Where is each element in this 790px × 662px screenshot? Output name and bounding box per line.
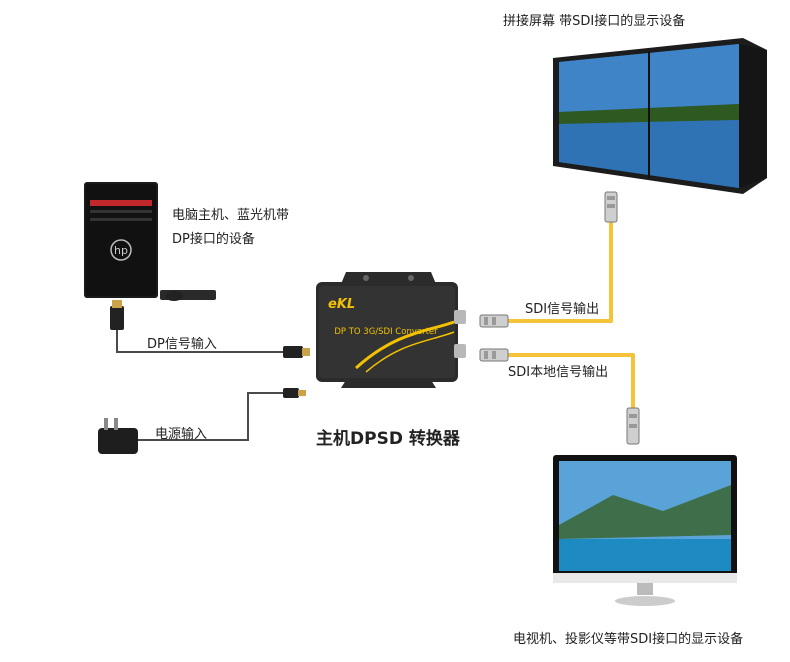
power-cable <box>137 392 283 441</box>
dp-to-sdi-converter: eKL DP TO 3G/SDI Converter <box>316 272 466 388</box>
sdi-output-cable <box>508 222 613 323</box>
label-sdi-local-output: SDI本地信号输出 <box>508 365 609 380</box>
bnc-connector-bottom <box>479 348 509 362</box>
label-power-input: 电源输入 <box>155 427 208 442</box>
pc-brand-mark: hp <box>114 244 128 257</box>
power-plug-converter <box>283 388 306 398</box>
tv-monitor <box>553 455 737 606</box>
converter-model-text: DP TO 3G/SDI Converter <box>334 327 438 337</box>
bnc-connector-top <box>479 314 509 328</box>
converter-brand-logo: eKL <box>328 297 355 312</box>
sdi-local-output-cable <box>508 353 635 408</box>
dp-plug-converter <box>283 346 310 358</box>
dp-plug-pc <box>110 300 124 330</box>
power-adapter-icon <box>98 418 138 454</box>
pc-tower-icon: hp <box>84 182 216 301</box>
bnc-connector-tv <box>626 407 640 445</box>
label-dp-input: DP信号输入 <box>147 337 217 352</box>
label-converter-title: 主机DPSD 转换器 <box>316 429 460 449</box>
label-tv-display: 电视机、投影仪等带SDI接口的显示设备 <box>513 632 744 647</box>
dp-cable <box>116 330 283 353</box>
label-wall-display: 拼接屏幕 带SDI接口的显示设备 <box>503 14 686 29</box>
bnc-connector-wall <box>604 191 618 223</box>
label-pc-line1: 电脑主机、蓝光机带 <box>172 208 290 223</box>
label-pc-line2: DP接口的设备 <box>172 232 255 247</box>
label-sdi-output: SDI信号输出 <box>525 302 600 317</box>
video-wall-display <box>553 38 767 194</box>
